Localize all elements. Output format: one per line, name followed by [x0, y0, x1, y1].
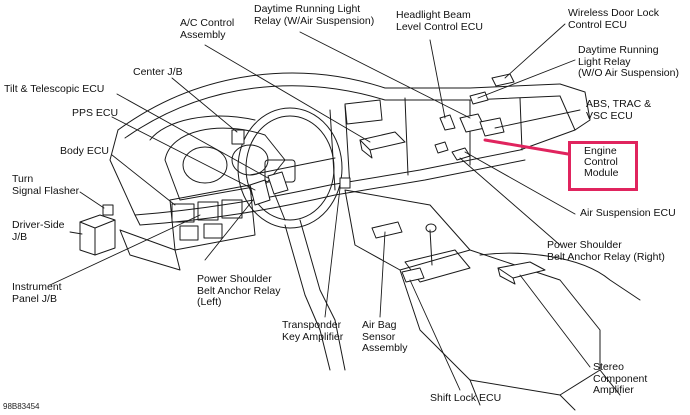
label-body-ecu: Body ECU [60, 145, 110, 157]
label-drl-relay-no-air-suspension: Daytime Running Light Relay (W/O Air Sus… [578, 44, 679, 79]
label-shift-lock-ecu: Shift Lock ECU [430, 392, 502, 404]
center-console [344, 189, 641, 411]
leader-lines [49, 23, 591, 391]
label-center-jb: Center J/B [133, 66, 183, 78]
lower-left-panel [119, 184, 256, 271]
label-engine-control-module: Engine Control Module [584, 145, 619, 179]
label-headlight-beam-ecu: Headlight Beam Level Control ECU [396, 9, 483, 33]
reference-code: 98B83454 [3, 402, 40, 411]
ecm-highlight-box [568, 141, 638, 191]
label-pps-ecu: PPS ECU [72, 107, 119, 119]
label-ac-control: A/C Control Assembly [180, 17, 235, 41]
label-transponder-key-amplifier: Transponder Key Amplifier [282, 319, 344, 343]
label-air-bag-sensor: Air Bag Sensor Assembly [362, 319, 408, 354]
label-drl-relay-air-suspension: Daytime Running Light Relay (W/Air Suspe… [254, 3, 375, 27]
label-air-suspension-ecu: Air Suspension ECU [580, 207, 676, 219]
label-driver-side-jb: Driver-Side J/B [12, 219, 65, 243]
label-abs-trac-vsc-ecu: ABS, TRAC & VSC ECU [586, 98, 652, 122]
dashboard-outline [109, 72, 591, 226]
label-stereo-component-amplifier: Stereo Component Amplifier [593, 361, 648, 396]
label-power-shoulder-belt-left: Power Shoulder Belt Anchor Relay (Left) [197, 273, 281, 308]
label-turn-signal-flasher: Turn Signal Flasher [12, 173, 80, 197]
component-boxes [79, 73, 515, 283]
label-power-shoulder-belt-right: Power Shoulder Belt Anchor Relay (Right) [547, 239, 665, 263]
label-tilt-telescopic-ecu: Tilt & Telescopic ECU [4, 83, 105, 95]
label-wireless-door-lock-ecu: Wireless Door Lock Control ECU [568, 7, 660, 31]
ecm-highlight-arrow [483, 138, 570, 156]
label-instrument-panel-jb: Instrument Panel J/B [12, 281, 62, 305]
